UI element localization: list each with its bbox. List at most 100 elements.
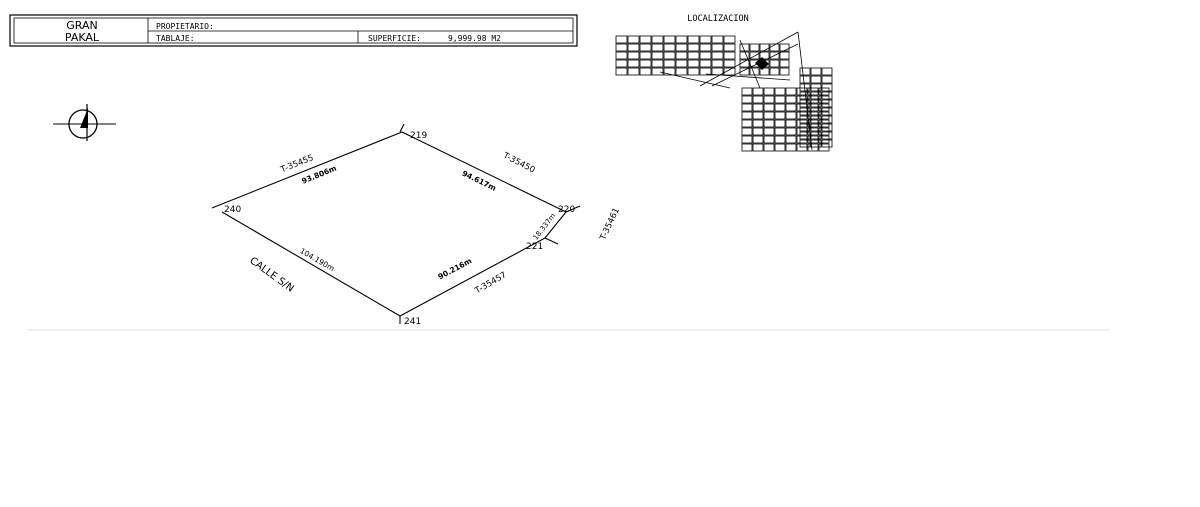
location-map-block [699,35,712,44]
location-map-block [774,135,786,144]
location-map-block [799,107,811,116]
brand-line-1: GRAN [66,19,97,32]
location-map-block [807,119,819,128]
location-map-block [627,43,640,52]
location-map-block [663,35,676,44]
location-map-block [615,51,628,60]
location-map-block [763,127,775,136]
location-map-block [796,119,808,128]
location-map-block [810,107,822,116]
location-map-block [752,95,764,104]
location-map-title: LOCALIZACION [687,14,748,24]
vertex-label-221: 221 [526,242,543,252]
vertex-labels: 219 220 221 240 241 [224,131,575,327]
location-map-block [699,43,712,52]
location-map-block [818,103,830,112]
location-map-block [799,139,811,148]
location-map-block [779,51,790,60]
location-map-block [818,119,830,128]
location-map-block [739,51,750,60]
location-map-block [627,67,640,76]
location-map-block [799,67,811,76]
location-map-block [627,59,640,68]
location-map-block [752,143,764,152]
edge-240-219 [211,131,403,209]
location-map-block [810,131,822,140]
location-map-block [741,111,753,120]
location-map-block [752,111,764,120]
location-map-block [723,59,736,68]
location-map-block [796,143,808,152]
location-map-block [651,59,664,68]
location-map-block [741,135,753,144]
location-map-block [796,127,808,136]
location-map-block [807,87,819,96]
location-map-block [821,139,833,148]
location-map-block [615,35,628,44]
location-map-block [752,119,764,128]
location-map-block [821,131,833,140]
location-map-block [818,87,830,96]
location-map-block [639,51,652,60]
location-map-block [639,43,652,52]
location-map-block [675,51,688,60]
edge-219-220 [401,131,567,213]
location-map-road [699,31,799,87]
location-map-block [723,67,736,76]
location-map-block [785,111,797,120]
title-block-outer-frame [9,14,578,47]
location-map-block [763,95,775,104]
location-map-block [752,127,764,136]
location-map-block [663,59,676,68]
location-map-block [799,131,811,140]
location-map-road [739,39,761,89]
location-map-block [615,59,628,68]
vertex-label-241: 241 [404,317,421,327]
location-map-block [774,111,786,120]
location-map-block [752,87,764,96]
location-map-block [779,43,790,52]
location-map-block [711,43,724,52]
location-map-block [807,135,819,144]
location-map-block [763,103,775,112]
location-map-block [675,35,688,44]
neighbor-south-west: CALLE S/N [247,255,295,294]
location-map-block [807,103,819,112]
location-map-block [763,143,775,152]
tick-220 [565,205,581,213]
location-map-block [810,139,822,148]
location-map-block [818,111,830,120]
location-map-block [639,35,652,44]
location-map-block [774,87,786,96]
location-map-block [779,67,790,76]
tick-219 [399,123,405,133]
location-map-block [639,59,652,68]
location-map-block [741,95,753,104]
location-map-block [810,115,822,124]
location-map-block [699,51,712,60]
location-map-block [785,119,797,128]
owner-label: PROPIETARIO: [156,22,214,31]
tablaje-label: TABLAJE: [156,34,195,43]
location-map-block [687,67,700,76]
location-map-road [659,71,731,89]
location-map-block [821,115,833,124]
location-map-block [785,95,797,104]
location-map-block [796,95,808,104]
edge-length-221-241: 90.216m [436,256,473,281]
location-map-block [821,83,833,92]
location-map-block [774,127,786,136]
location-map-block [687,35,700,44]
location-map-block [675,59,688,68]
location-map-block [810,91,822,100]
location-map-block [741,119,753,128]
title-block: GRAN PAKAL PROPIETARIO: TABLAJE: SUPERFI… [9,14,578,47]
edge-length-219-220: 94.617m [461,169,498,193]
location-map-block [810,123,822,132]
vertex-label-240: 240 [224,205,241,215]
title-block-inner-frame [13,17,574,44]
vertex-label-220: 220 [558,205,575,215]
location-map-block [651,43,664,52]
location-map-block [796,87,808,96]
